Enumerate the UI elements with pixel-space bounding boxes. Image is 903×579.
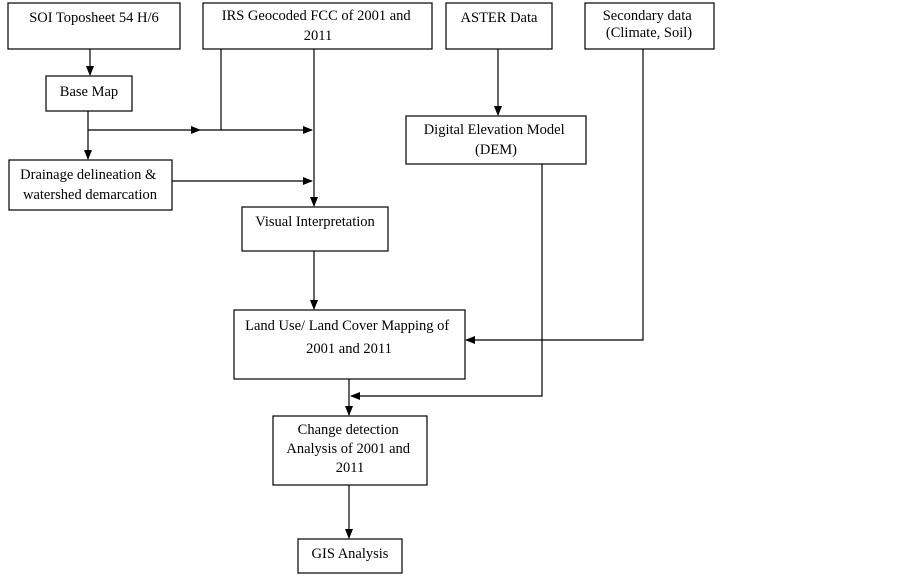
gis-analysis-box: GIS Analysis: [297, 538, 403, 574]
drainage-line-2: watershed demarcation: [23, 187, 158, 203]
secondary-data-line-2: (Climate, Soil): [606, 25, 692, 41]
secondary-data-line-1: Secondary data: [603, 8, 693, 24]
base-map-box: Base Map: [45, 75, 133, 112]
irs-fcc-line-1: IRS Geocoded FCC of 2001 and: [222, 8, 412, 24]
svg-text:Base Map: Base Map: [60, 84, 118, 100]
soi-toposheet-box: SOI Toposheet 54 H/6: [7, 2, 181, 50]
visual-interpretation-line-1: Visual Interpretation: [255, 214, 375, 230]
irs-fcc-box: IRS Geocoded FCC of 2001 and 2011: [202, 2, 433, 50]
svg-text:Visual Interpretation: Visual Interpretation: [255, 214, 375, 230]
secondary-data-box: Secondary data (Climate, Soil): [584, 2, 715, 50]
svg-text:GIS Analysis: GIS Analysis: [312, 546, 389, 562]
svg-text:SOI Toposheet 54 H/6: SOI Toposheet 54 H/6: [29, 10, 159, 26]
soi-toposheet-line-1: SOI Toposheet 54 H/6: [29, 10, 159, 26]
svg-text:Digital Elevation Model: Digital Elevation Model (DEM): [424, 122, 569, 158]
change-detection-line-2: Analysis of 2001 and: [286, 441, 410, 457]
visual-interpretation-box: Visual Interpretation: [241, 206, 389, 252]
change-detection-line-1: Change detection: [298, 422, 400, 438]
svg-text:IRS Geocoded FCC of 2001 and: IRS Geocoded FCC of 2001 and 2011: [222, 8, 415, 44]
lulc-mapping-line-1: Land Use/ Land Cover Mapping of: [245, 318, 449, 334]
svg-text:Secondary data (Climate,: Secondary data (Climate, Soil): [603, 8, 696, 41]
base-map-line-1: Base Map: [60, 84, 118, 100]
drainage-line-1: Drainage delineation &: [20, 167, 157, 183]
svg-text:Land Use/ Land Cover Mapping o: Land Use/ Land Cover Mapping of 2001 and…: [245, 318, 453, 357]
irs-fcc-line-2: 2011: [304, 28, 332, 44]
change-detection-line-3: 2011: [336, 460, 364, 476]
arrow-dem-to-change-detection: [350, 164, 543, 400]
svg-text:Change detection Analysi: Change detection Analysis of 2001 and 20…: [286, 422, 413, 476]
dem-line-2: (DEM): [475, 142, 517, 158]
dem-line-1: Digital Elevation Model: [424, 122, 565, 138]
arrow-secondary-to-lulc: [465, 49, 644, 344]
lulc-mapping-box: Land Use/ Land Cover Mapping of 2001 and…: [233, 309, 466, 380]
change-detection-box: Change detection Analysis of 2001 and 20…: [272, 415, 428, 486]
aster-data-line-1: ASTER Data: [461, 10, 538, 26]
svg-text:ASTER Data: ASTER Data: [461, 10, 538, 26]
lulc-mapping-line-2: 2001 and 2011: [306, 341, 392, 357]
svg-text:Drainage delineation & w: Drainage delineation & watershed demarca…: [20, 167, 160, 203]
drainage-box: Drainage delineation & watershed demarca…: [8, 159, 173, 211]
aster-data-box: ASTER Data: [445, 2, 553, 50]
gis-analysis-line-1: GIS Analysis: [312, 546, 389, 562]
dem-box: Digital Elevation Model (DEM): [405, 115, 587, 165]
